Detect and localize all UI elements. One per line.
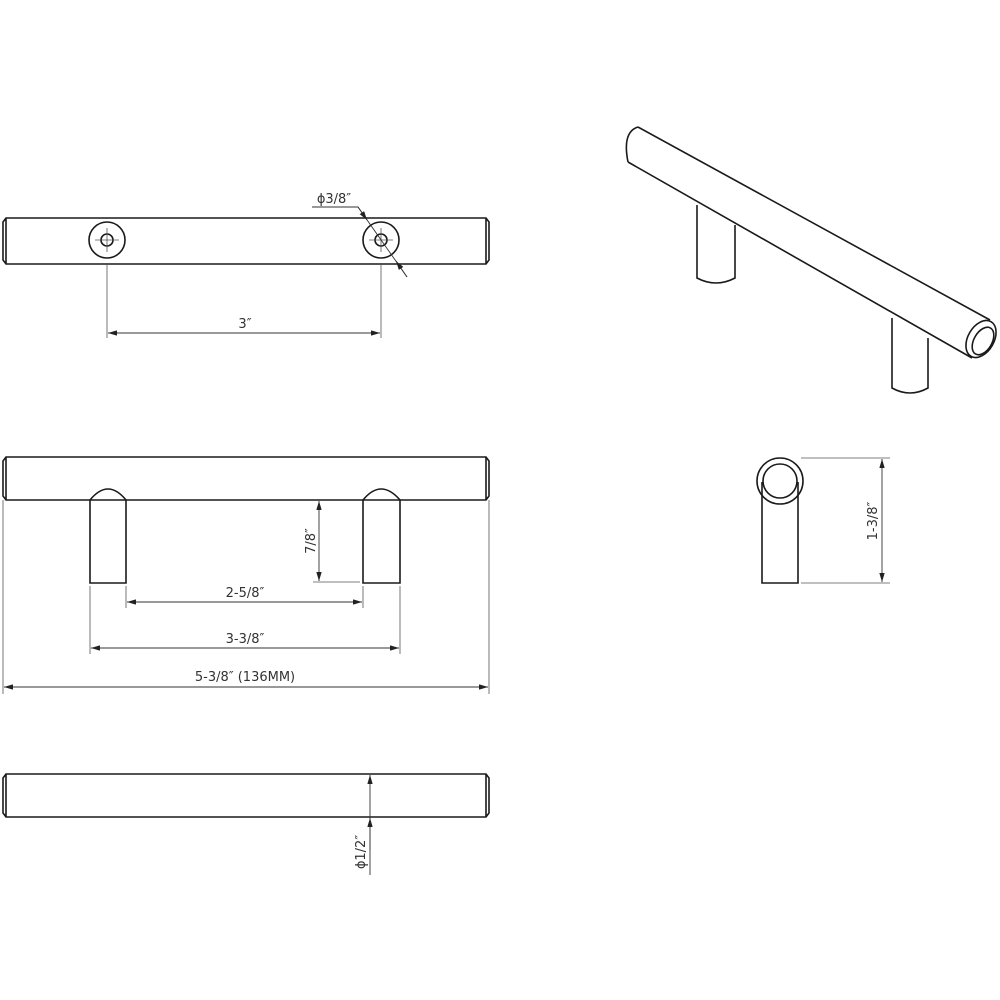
post-right	[362, 488, 401, 584]
mount-hole-right	[362, 221, 400, 259]
isometric-view	[625, 126, 997, 394]
hole-diameter-label: ϕ3/8″	[317, 192, 351, 207]
front-view: 7/8″ 2-5/8″ 3-3/8″ 5-3/8″ (136MM)	[2, 456, 490, 694]
hole-spacing-label: 3″	[238, 317, 251, 332]
bottom-view: ϕ1/2″	[2, 773, 490, 875]
top-view: 3″ ϕ3/8″	[2, 192, 490, 338]
post-left	[89, 488, 127, 584]
inner-span-label: 2-5/8″	[226, 586, 265, 601]
bar-end-cap	[965, 319, 997, 359]
outer-span-label: 3-3/8″	[226, 632, 265, 647]
bar-outline	[2, 456, 490, 501]
bar-outline	[2, 773, 490, 818]
bar-end-circle	[756, 457, 804, 505]
mount-hole-left	[88, 221, 126, 259]
side-view: 1-3/8″	[756, 457, 890, 584]
overall-length-label: 5-3/8″ (136MM)	[195, 670, 295, 685]
post-height-label: 7/8″	[304, 528, 319, 554]
projection-label: 1-3/8″	[866, 501, 881, 540]
bar-outline	[2, 217, 490, 265]
bar-diameter-label: ϕ1/2″	[354, 835, 369, 869]
